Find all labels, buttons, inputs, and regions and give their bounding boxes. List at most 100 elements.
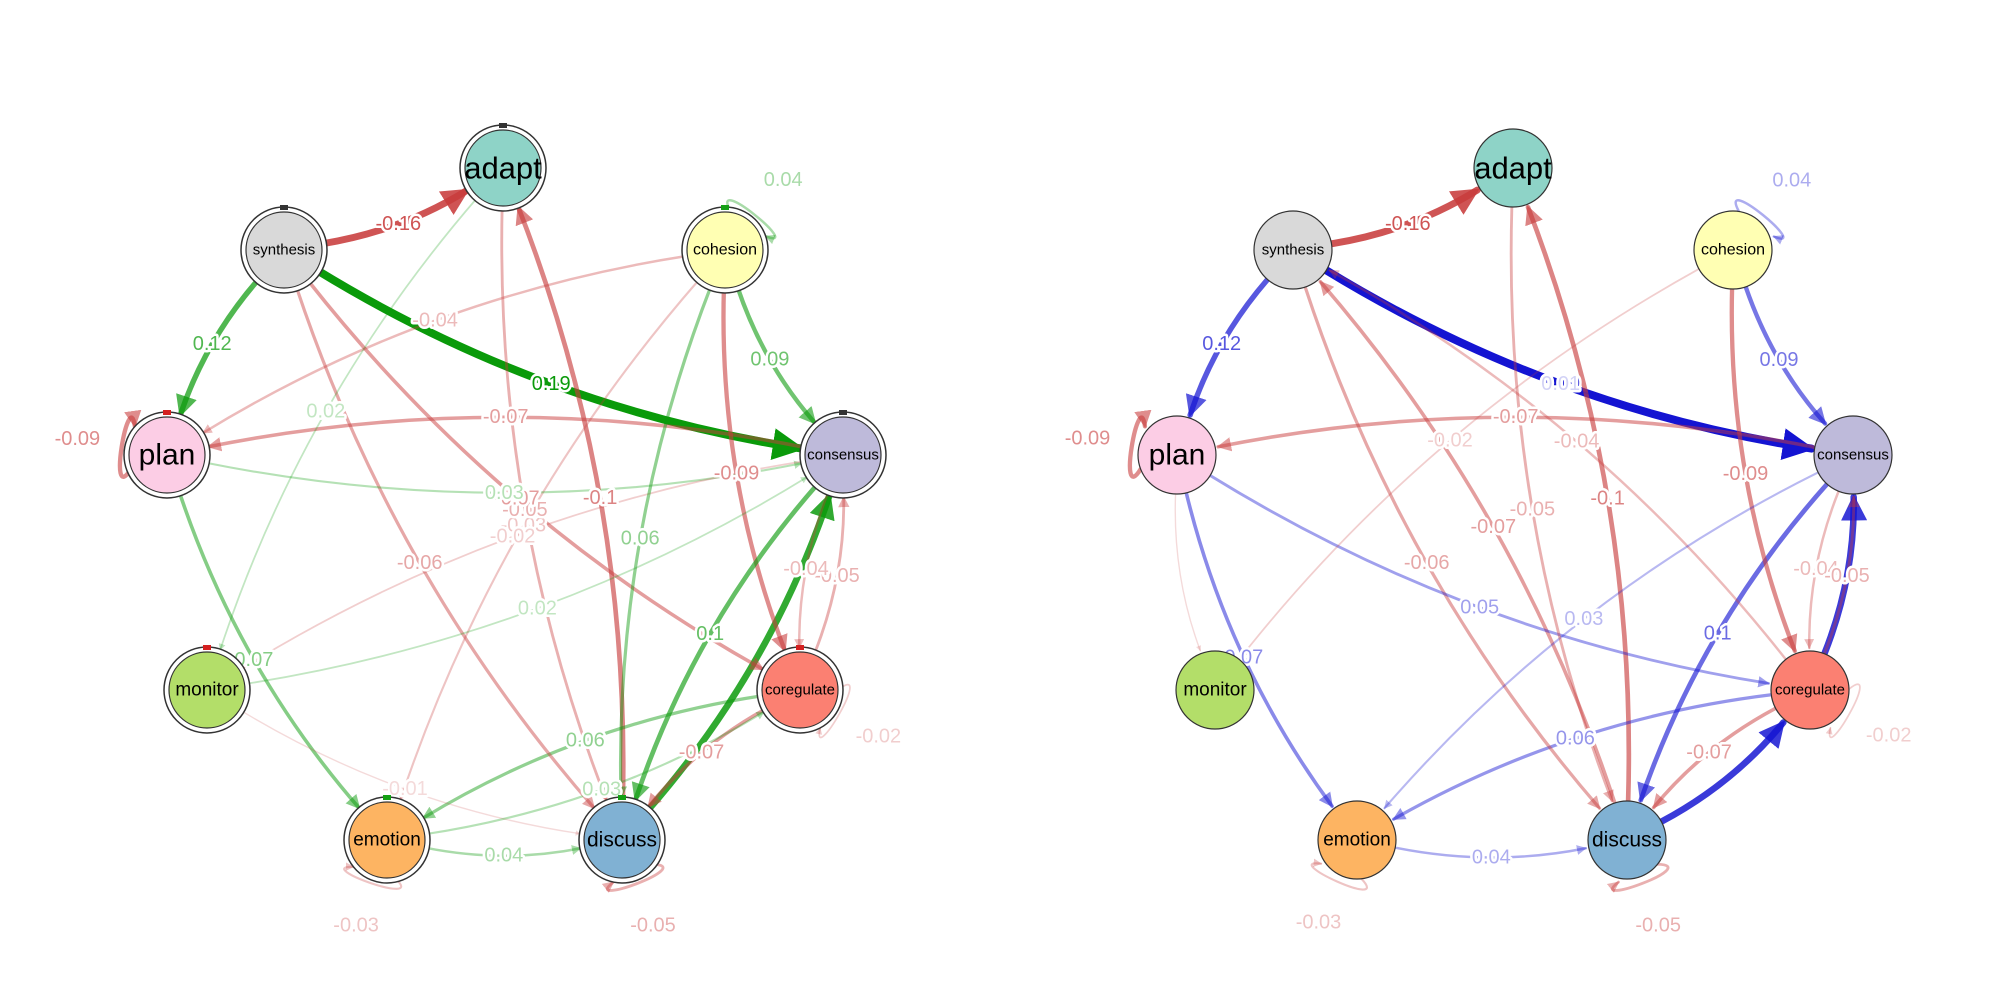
edge-synthesis-to-adapt <box>319 186 471 248</box>
node-circle <box>245 211 323 289</box>
edge-consensus-to-coregulate <box>1804 490 1840 650</box>
node-coregulate: coregulate <box>1770 650 1850 730</box>
node-pie-marker <box>383 795 391 800</box>
node-adapt: adapt <box>1473 128 1553 208</box>
node-circle <box>464 129 542 207</box>
edge-label: 0.04 <box>764 169 803 191</box>
node-circle <box>1253 210 1333 290</box>
edge-label: 0.12 <box>1202 333 1241 355</box>
edge-label: -0.01 <box>382 778 428 800</box>
node-circle <box>804 416 882 494</box>
edge-label: -0.04 <box>1793 558 1839 580</box>
edge-label: -0.02 <box>856 725 902 747</box>
edge-plan-to-monitor <box>1174 493 1202 652</box>
edge-label: 0.04 <box>484 845 523 867</box>
edge-coregulate-to-discuss <box>646 707 768 809</box>
node-circle <box>686 211 764 289</box>
node-adapt: adapt <box>459 123 547 212</box>
edge-label: 0.06 <box>621 527 660 549</box>
node-circle <box>348 801 426 879</box>
nodes: adaptcohesionconsensuscoregulatediscusse… <box>1137 128 1893 880</box>
edge-label: -0.05 <box>1824 565 1870 587</box>
edge-label: -0.02 <box>1427 430 1473 452</box>
network-right: -0.160.190.12-0.10.09-0.070.10.06-0.070.… <box>1062 128 1914 939</box>
node-label: monitor <box>175 680 239 701</box>
node-label: consensus <box>1817 447 1889 464</box>
edge-cohesion-to-emotion <box>398 278 701 802</box>
node-pie-marker <box>796 645 804 650</box>
edge-label: -0.16 <box>376 213 422 235</box>
edge-label: 0.04 <box>1472 847 1511 869</box>
node-synthesis: synthesis <box>1253 210 1333 290</box>
edge-emotion-to-discuss <box>1394 845 1588 859</box>
edge-label: 0.03 <box>582 779 621 801</box>
node-circle <box>1175 650 1255 730</box>
edge-synthesis-to-plan <box>1185 276 1271 418</box>
node-pie-marker <box>163 410 171 415</box>
node-pie-marker <box>203 645 211 650</box>
edge-label: 0.04 <box>1772 170 1811 192</box>
edge-cohesion-to-cohesion <box>1734 199 1785 245</box>
node-label: discuss <box>1592 829 1662 852</box>
node-coregulate: coregulate <box>756 645 844 734</box>
edge-cohesion-to-cohesion <box>726 199 777 245</box>
edge-cohesion-to-discuss <box>614 284 713 800</box>
edge-synthesis-to-adapt <box>1328 186 1481 248</box>
edge-coregulate-to-emotion <box>1391 693 1773 821</box>
node-label: emotion <box>353 830 421 851</box>
node-synthesis: synthesis <box>240 205 328 294</box>
node-consensus: consensus <box>1813 415 1893 495</box>
edge-label: 0.19 <box>532 373 571 395</box>
node-label: consensus <box>807 447 879 464</box>
node-circle <box>168 651 246 729</box>
edge-consensus-to-coregulate <box>794 490 830 650</box>
edge-cohesion-to-coregulate <box>1729 286 1798 654</box>
edge-consensus-to-monitor <box>241 460 806 669</box>
edge-label: -0.04 <box>1554 431 1600 453</box>
edge-monitor-to-consensus <box>244 476 809 685</box>
node-label: synthesis <box>253 242 316 259</box>
edge-label: 0.05 <box>1460 597 1499 619</box>
node-emotion: emotion <box>343 795 431 884</box>
edge-emotion-to-emotion <box>1310 858 1368 891</box>
nodes: adaptcohesionconsensuscoregulatediscusse… <box>123 123 887 884</box>
edge-cohesion-to-monitor <box>1240 268 1700 658</box>
edge-label: -0.05 <box>630 915 676 937</box>
node-pie-marker <box>839 410 847 415</box>
edge-label: -0.04 <box>783 558 829 580</box>
node-monitor: monitor <box>163 645 251 734</box>
edge-label: 0.03 <box>1564 608 1603 630</box>
edge-label: 0.1 <box>1704 623 1732 645</box>
edge-adapt-to-discuss <box>500 205 609 803</box>
edge-label: 0.09 <box>750 349 789 371</box>
edge-label: -0.07 <box>1686 741 1732 763</box>
edge-synthesis-to-consensus <box>1325 269 1813 451</box>
edge-consensus-to-discuss <box>631 482 820 803</box>
edge-plan-to-emotion <box>177 490 362 811</box>
edge-label: -0.06 <box>397 552 443 574</box>
edge-label: -0.07 <box>494 487 540 509</box>
edge-label: -0.1 <box>583 487 617 509</box>
edges <box>1127 186 1868 893</box>
edge-plan-to-plan <box>1127 409 1152 479</box>
edge-label: 0.1 <box>696 623 724 645</box>
node-circle <box>128 416 206 494</box>
node-label: synthesis <box>1262 242 1325 259</box>
edge-emotion-to-discuss <box>424 845 583 857</box>
edge-coregulate-to-consensus <box>812 495 850 656</box>
edge-label: -0.05 <box>502 499 548 521</box>
edge-coregulate-to-synthesis <box>1328 269 1788 661</box>
edge-label: -0.02 <box>490 526 536 548</box>
edge-label: -0.05 <box>1635 915 1681 937</box>
node-cohesion: cohesion <box>1693 210 1773 290</box>
edge-discuss-to-adapt <box>1525 204 1632 804</box>
node-label: plan <box>139 439 196 472</box>
edge-adapt-to-discuss <box>1509 205 1614 803</box>
edge-discuss-to-adapt <box>515 204 626 804</box>
edge-label: -0.03 <box>1296 911 1342 933</box>
node-pie-marker <box>280 205 288 210</box>
edge-label: -0.05 <box>1510 499 1556 521</box>
node-label: adapt <box>464 151 542 186</box>
